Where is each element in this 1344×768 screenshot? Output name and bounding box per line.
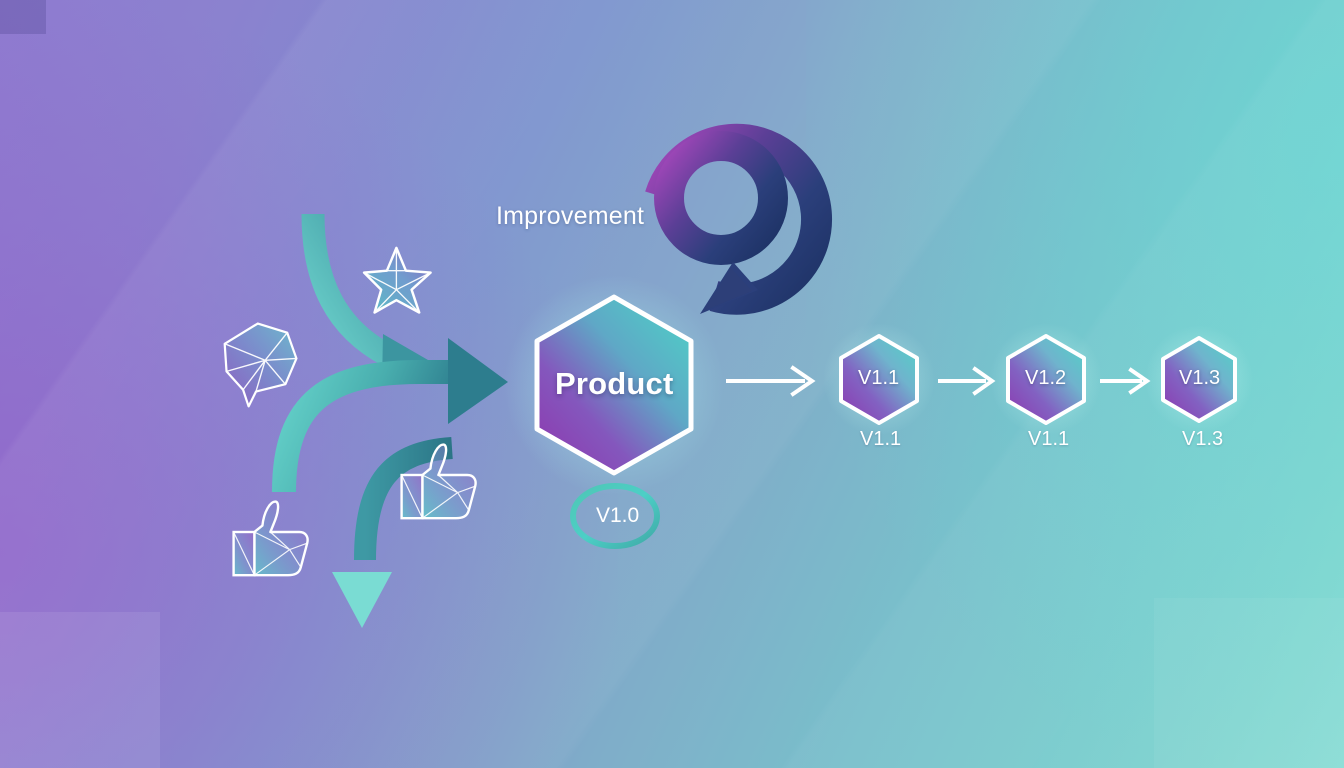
corner-accent-bottom-left xyxy=(0,612,160,768)
thumbs-up-icon-lower xyxy=(232,500,309,577)
product-label: Product xyxy=(555,366,674,401)
release-arrow-v12-to-v13 xyxy=(1100,367,1151,395)
feedback-arrow-main xyxy=(272,338,508,493)
improvement-loop-arrow xyxy=(645,123,833,315)
version-hexagon-v11[interactable] xyxy=(823,323,935,435)
corner-accent-bottom-right xyxy=(1154,598,1344,768)
improvement-label: Improvement xyxy=(496,202,645,230)
version-hexagon-label-v11: V1.1 xyxy=(858,367,900,389)
release-arrow-v11-to-v12 xyxy=(938,366,996,396)
feedback-arrow-down xyxy=(332,445,392,628)
star-icon xyxy=(362,246,432,314)
version-caption-v13: V1.3 xyxy=(1182,428,1224,450)
version-hexagon-v12[interactable] xyxy=(990,323,1102,435)
corner-accent-top-left xyxy=(0,0,46,34)
version-caption-v11: V1.1 xyxy=(860,428,902,450)
product-version-badge xyxy=(570,483,660,549)
release-arrow-product-to-v11 xyxy=(726,365,816,397)
speech-bubble-icon xyxy=(223,322,298,408)
version-hexagon-label-v12: V1.2 xyxy=(1025,367,1067,389)
product-hexagon[interactable] xyxy=(504,275,724,495)
product-version-badge-label: V1.0 xyxy=(596,504,640,527)
version-hexagon-v13[interactable] xyxy=(1145,325,1253,433)
version-hexagon-label-v13: V1.3 xyxy=(1179,367,1221,389)
thumbs-up-icon-upper xyxy=(400,443,477,520)
version-caption-v12: V1.1 xyxy=(1028,428,1070,450)
